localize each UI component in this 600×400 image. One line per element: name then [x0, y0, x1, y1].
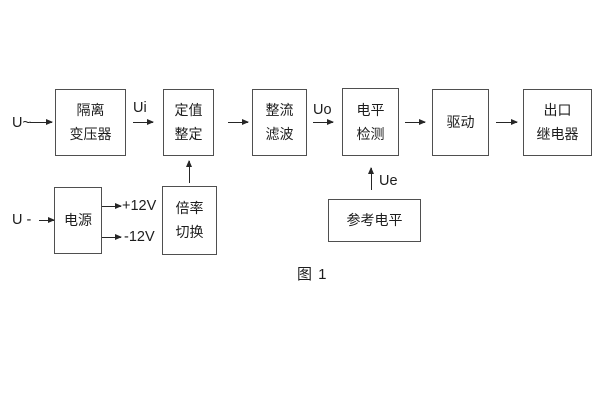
arrow-power-minus12v [102, 233, 122, 240]
block-label: 出口 [543, 102, 572, 118]
block-label: 检测 [356, 125, 385, 142]
block-label: 电源 [64, 212, 92, 228]
block-label: 整流 [265, 102, 294, 118]
label-input-ac: U~ [12, 115, 31, 131]
block-isolation-transformer: 隔离 变压器 [55, 89, 126, 156]
arrow-input-ac-to-isolation [30, 118, 53, 125]
block-multiplier-switch: 倍率 切换 [162, 186, 217, 255]
block-label: 隔离 [76, 102, 105, 118]
block-rectifier-filter: 整流 滤波 [252, 89, 307, 156]
block-setpoint-adjust: 定值 整定 [163, 89, 214, 156]
block-label: 参考电平 [346, 212, 403, 228]
arrow-multiplier-to-setpoint [185, 160, 192, 183]
block-label: 滤波 [265, 126, 294, 142]
arrow-input-dc-to-power [39, 216, 55, 223]
block-level-detection: 电平 检测 [342, 88, 399, 156]
arrow-setpoint-to-rectifier [228, 118, 249, 125]
block-label: 定值 [174, 102, 203, 118]
label-plus12v: +12V [122, 198, 157, 214]
block-label: 切换 [175, 224, 204, 240]
block-label: 驱动 [446, 114, 475, 130]
block-label: 整定 [174, 126, 203, 142]
block-drive: 驱动 [432, 89, 489, 156]
block-output-relay: 出口 继电器 [523, 89, 592, 156]
block-reference-level: 参考电平 [328, 199, 421, 242]
block-label: 倍率 [175, 200, 204, 216]
block-label: 继电器 [536, 126, 579, 142]
label-ue: Ue [379, 173, 398, 189]
block-power-supply: 电源 [54, 187, 102, 254]
arrow-power-plus12v [102, 202, 122, 209]
arrow-reference-to-level [367, 167, 374, 190]
label-minus12v: -12V [124, 229, 155, 245]
block-label: 变压器 [69, 126, 112, 142]
arrow-level-to-drive [405, 118, 426, 125]
arrow-isolation-to-setpoint [133, 118, 154, 125]
label-ui: Ui [133, 100, 147, 116]
arrow-rectifier-to-level [313, 118, 334, 125]
block-label: 电平 [356, 101, 385, 118]
label-input-dc: U - [12, 212, 32, 228]
figure-caption: 图 1 [297, 266, 328, 283]
arrow-drive-to-relay [496, 118, 518, 125]
label-uo: Uo [313, 102, 332, 118]
